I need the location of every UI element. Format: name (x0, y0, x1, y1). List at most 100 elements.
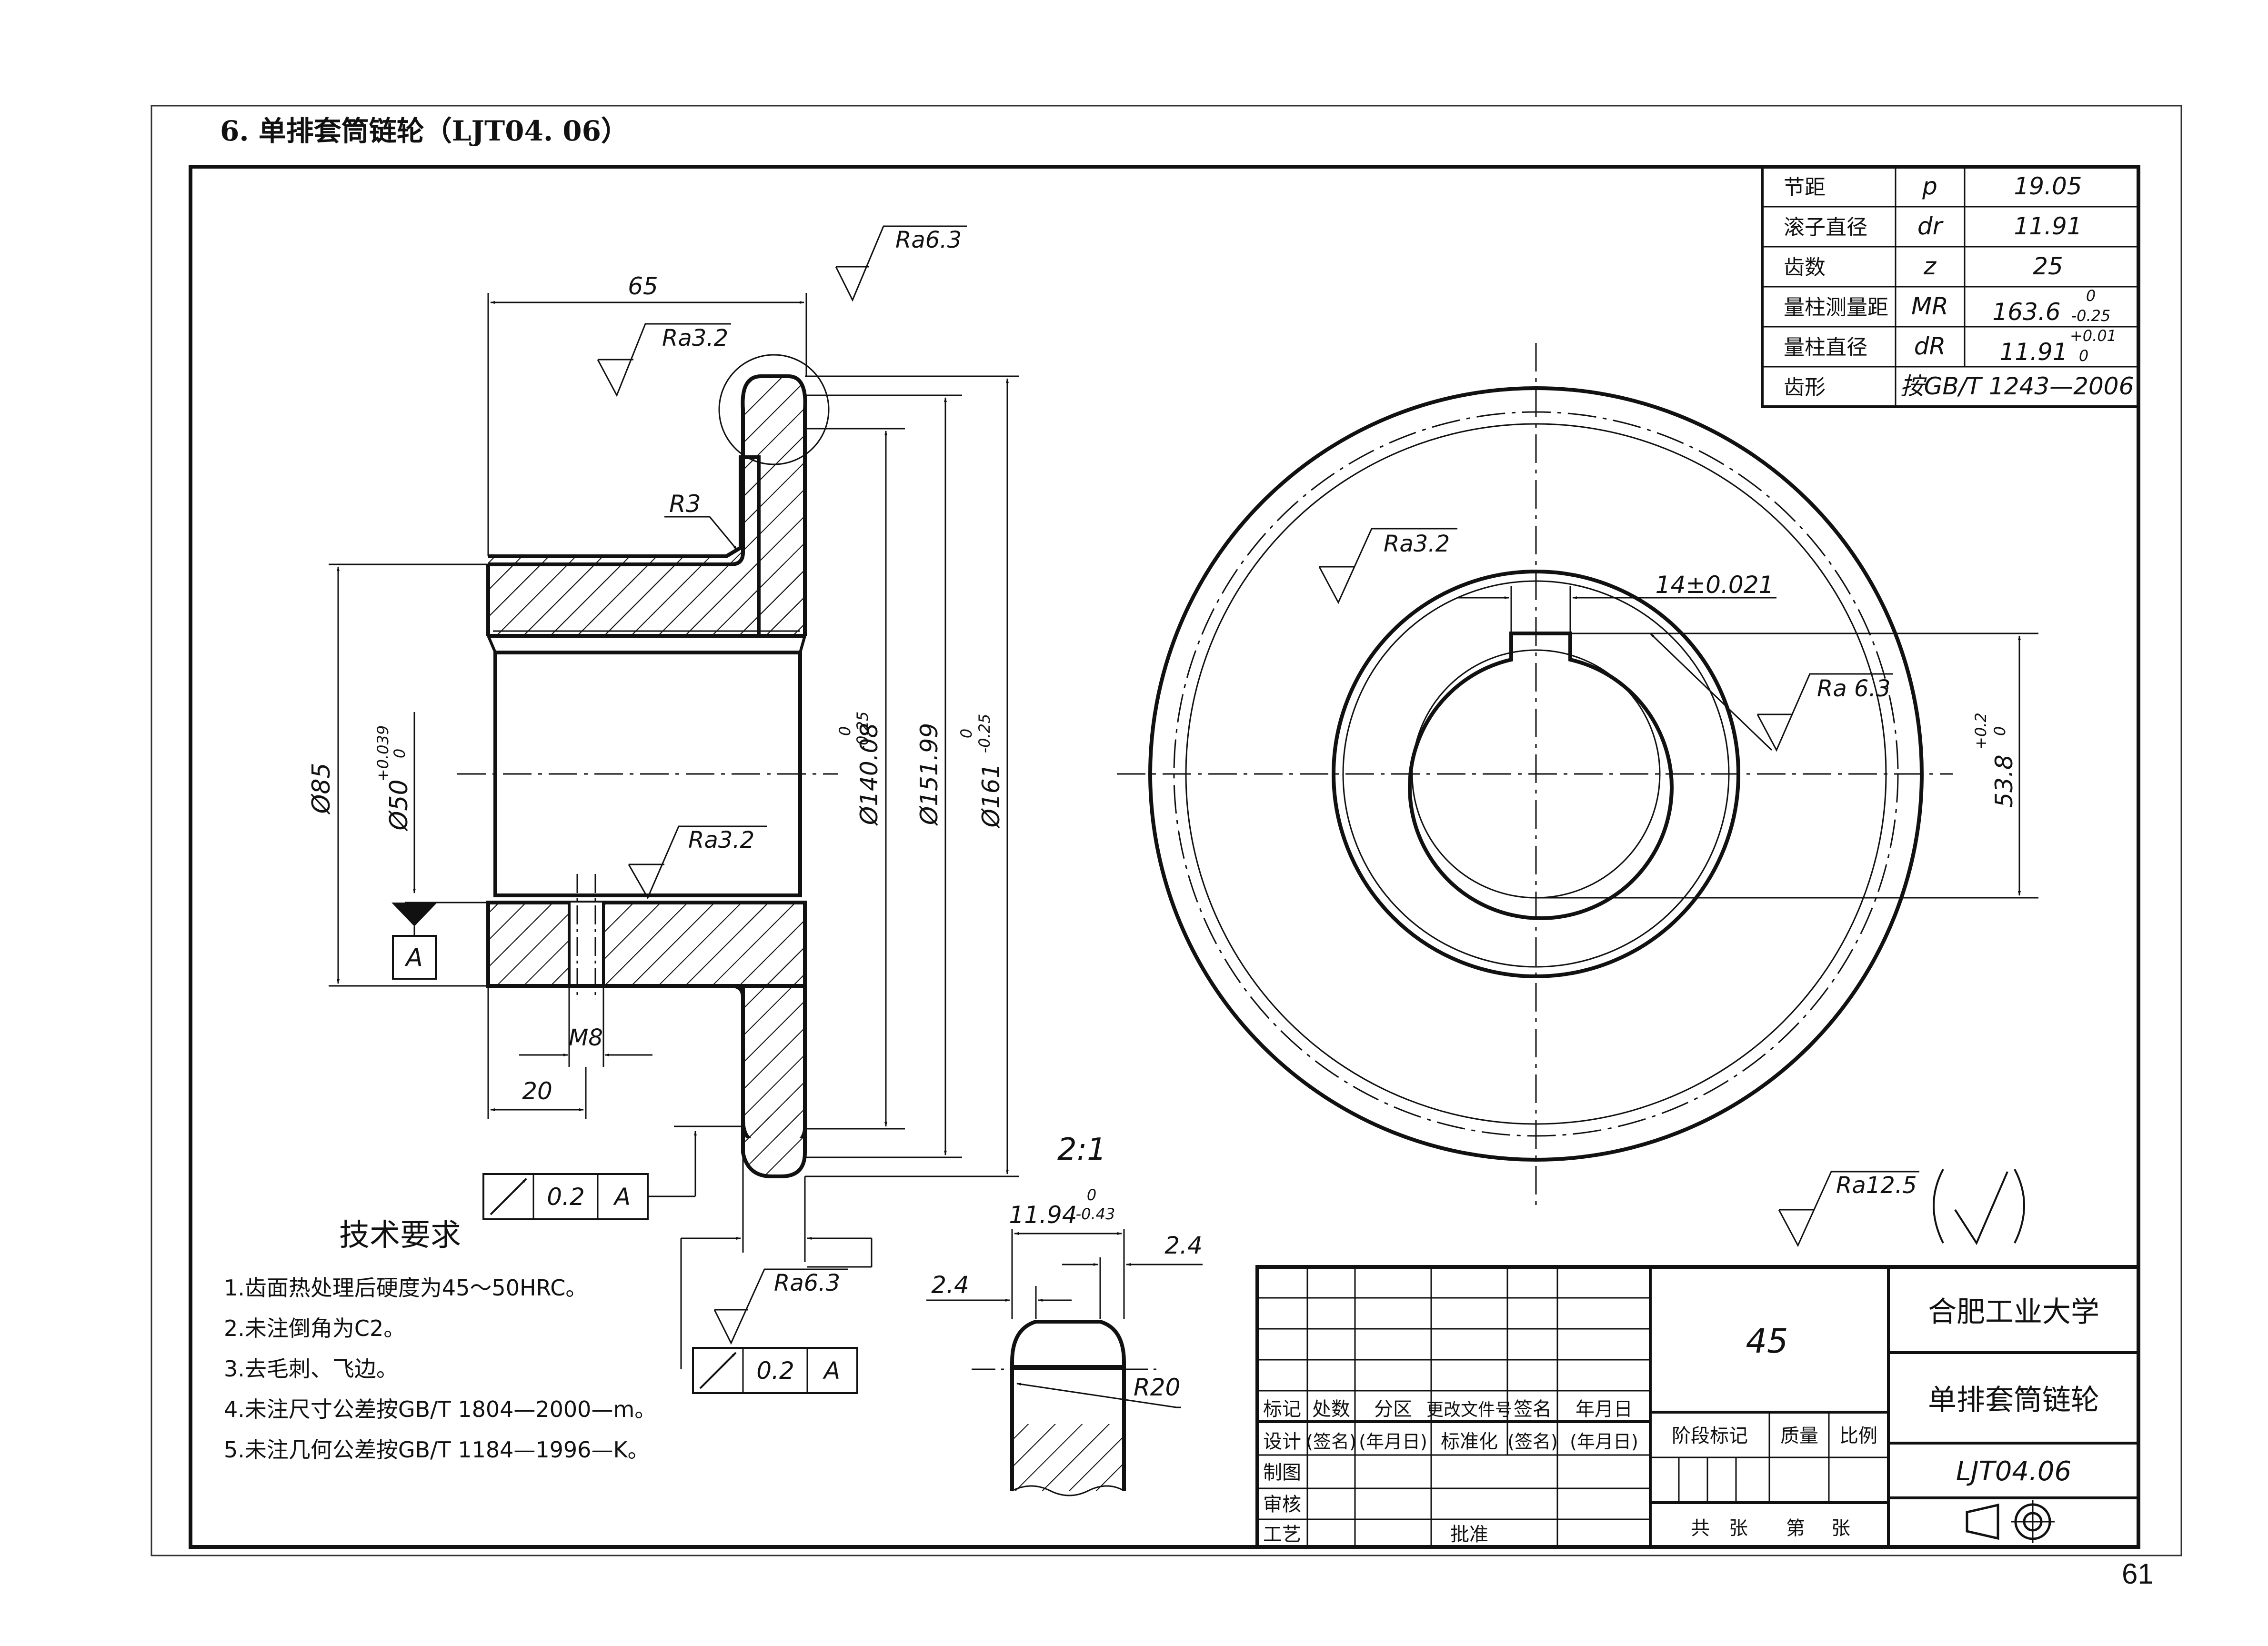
dim-d161: Ø161 (977, 763, 1005, 829)
dim-chamfer-left: 2.4 (931, 1271, 969, 1299)
dim-d50: Ø50 (385, 779, 413, 831)
tb-label: 审核 (1263, 1494, 1301, 1516)
tb-label: 签名 (1514, 1398, 1552, 1420)
dim-detail-width: 11.94 (1009, 1201, 1077, 1229)
tb-label: 批准 (1450, 1524, 1488, 1546)
ra-hub: Ra3.2 (1384, 531, 1450, 557)
ra-key: Ra 6.3 (1817, 675, 1890, 702)
tooth-profile (1010, 1320, 1126, 1369)
tb-label: (签名) (1507, 1431, 1558, 1452)
tb-drawing-no: LJT04.06 (1956, 1456, 2071, 1487)
projection-symbol-icon (1966, 1500, 2055, 1543)
tech-item: 5.未注几何公差按GB/T 1184—1996—K。 (224, 1437, 650, 1463)
dim-d140-tol-lower: -0.25 (853, 712, 872, 751)
inner-frame (189, 165, 2140, 1549)
dim-d85: Ø85 (307, 763, 336, 814)
ra-bottom: Ra6.3 (774, 1270, 840, 1296)
dim-d140-tol-upper: 0 (836, 726, 854, 736)
dim-detail-width-tol-upper: 0 (1087, 1186, 1096, 1204)
tb-label: 年月日 (1576, 1398, 1633, 1420)
param-name: 节距 (1784, 175, 1826, 200)
roughness-symbol (835, 225, 967, 302)
page-title: 6. 单排套筒链轮（LJT04. 06） (220, 115, 629, 147)
tech-item: 2.未注倒角为C2。 (224, 1315, 405, 1341)
tb-label: 设计 (1263, 1431, 1301, 1453)
tb-label: (年月日) (1570, 1431, 1638, 1452)
detail-view: 2:1 11.94 0 -0.43 2.4 2.4 (926, 1132, 1203, 1496)
parameter-table: 节距 p 19.05 滚子直径 dr 11.91 齿数 z 25 量柱测量距 M… (1761, 165, 2140, 408)
dim-r3: R3 (669, 490, 701, 518)
dim-keyway-depth-tol-upper: +0.2 (1972, 713, 1990, 750)
roughness-symbol (1318, 528, 1457, 604)
bore-keyway (1408, 632, 1674, 920)
param-value: 19.05 (2014, 172, 2082, 200)
dim-d151: Ø151.99 (915, 723, 943, 826)
param-name: 齿数 (1784, 255, 1826, 280)
dim-chamfer-right: 2.4 (1164, 1232, 1203, 1259)
tb-label: (签名) (1306, 1431, 1356, 1452)
dim-m8: M8 (569, 1024, 603, 1051)
param-value: 163.6 (1992, 298, 2060, 326)
tb-material: 45 (1746, 1322, 1788, 1361)
runout-value: 0.2 (547, 1183, 585, 1211)
detail-circle (718, 354, 830, 465)
tooth-hatch (1012, 1424, 1124, 1491)
general-roughness (1778, 1169, 2025, 1247)
paren-left (1933, 1169, 1944, 1244)
roughness-symbol (1756, 673, 1893, 752)
runout-datum: A (823, 1357, 840, 1385)
runout-datum: A (613, 1183, 631, 1211)
param-symbol: MR (1911, 292, 1948, 320)
roughness-symbol (713, 1268, 848, 1345)
tb-label: 标记 (1263, 1398, 1301, 1420)
dim-keyway-depth-tol-lower: 0 (1991, 726, 2009, 736)
dim-detail-width-tol-lower: -0.43 (1076, 1205, 1115, 1223)
roughness-symbol (597, 323, 731, 397)
param-name: 滚子直径 (1784, 215, 1867, 240)
tb-label: 质量 (1780, 1425, 1818, 1447)
tb-label: 制图 (1263, 1462, 1301, 1484)
tech-requirements: 技术要求 1.齿面热处理后硬度为45～50HRC。 2.未注倒角为C2。 3.去… (224, 1218, 656, 1463)
paren-right (2014, 1169, 2025, 1244)
param-symbol: z (1923, 252, 1937, 280)
m8-hole (569, 903, 603, 986)
tb-label: 第 (1786, 1517, 1805, 1539)
page-number: 61 (2122, 1558, 2154, 1590)
tb-part-name: 单排套筒链轮 (1928, 1384, 2099, 1417)
datum-label: A (404, 943, 423, 972)
dim-keyway-depth: 53.8 (1990, 754, 2018, 807)
tb-label: 比例 (1839, 1425, 1877, 1447)
tb-label: 张 (1729, 1517, 1748, 1539)
tb-label: 工艺 (1263, 1524, 1301, 1546)
runout-frame (692, 1347, 858, 1394)
tb-label: 分区 (1374, 1398, 1412, 1420)
ra-top: Ra6.3 (895, 227, 962, 253)
section-view: 65 Ra6.3 Ra3.2 R3 Ø85 (307, 225, 1019, 1394)
param-symbol: dr (1917, 212, 1944, 240)
param-value: 25 (2033, 252, 2063, 280)
tb-label: 更改文件号 (1426, 1400, 1512, 1420)
param-symbol: p (1922, 172, 1937, 200)
ra-tooth: Ra3.2 (662, 325, 728, 351)
dim-d161-tol-upper: 0 (957, 729, 975, 738)
param-symbol: dR (1914, 332, 1946, 360)
detail-scale: 2:1 (1057, 1132, 1106, 1167)
dim-detail-radius: R20 (1134, 1374, 1180, 1401)
param-tol-lower: 0 (2079, 347, 2088, 365)
runout-frame (482, 1125, 743, 1220)
tech-heading: 技术要求 (339, 1218, 461, 1253)
runout-value: 0.2 (756, 1357, 794, 1385)
dim-d140: Ø140.08 (855, 723, 883, 826)
check-mark-roughness (1954, 1171, 2008, 1245)
dim-20: 20 (522, 1077, 552, 1105)
tb-school: 合肥工业大学 (1928, 1295, 2099, 1329)
tb-label: 共 (1691, 1517, 1710, 1539)
tb-label: (年月日) (1359, 1431, 1427, 1452)
param-value: 11.91 (2014, 212, 2082, 240)
dim-d161-tol-lower: -0.25 (975, 714, 994, 753)
title-block: 标记 处数 分区 更改文件号 签名 年月日 设计 (签名) (年月日) 标准化 … (1255, 1265, 2140, 1549)
param-value: 11.91 (1999, 338, 2067, 366)
tech-item: 4.未注尺寸公差按GB/T 1804—2000—m。 (224, 1396, 656, 1422)
